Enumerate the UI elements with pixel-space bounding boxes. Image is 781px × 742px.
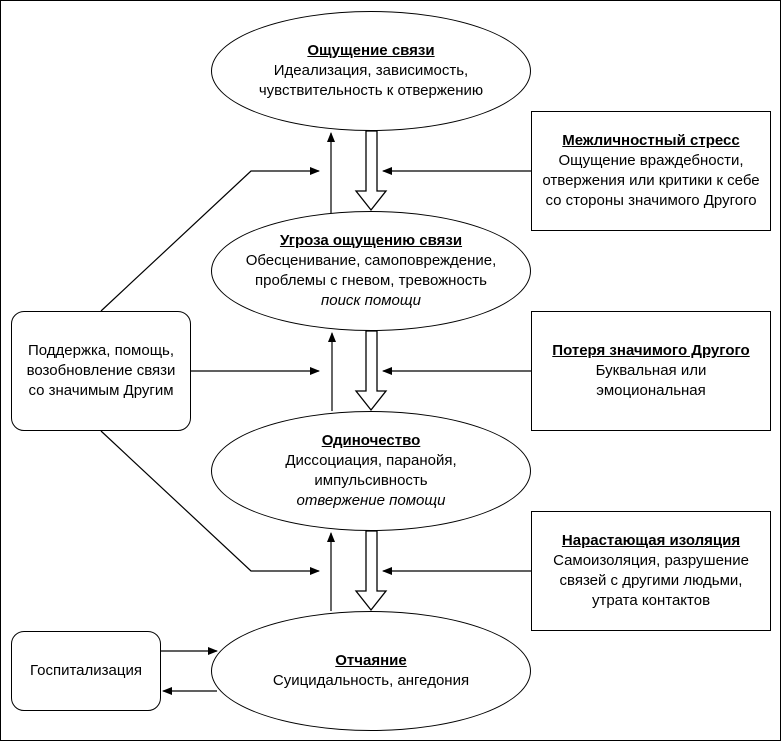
node-stress-line-2: отвержения или критики к себе (542, 172, 760, 189)
node-loneliness-line-2: импульсивность (314, 472, 428, 489)
arrow-support-upper (100, 167, 320, 312)
node-stress-line-1: Ощущение враждебности, (558, 152, 744, 169)
node-threat: Угроза ощущению связи Обесценивание, сам… (211, 211, 531, 331)
node-threat-italic: поиск помощи (320, 292, 422, 309)
node-isolation-line-3: утрата контактов (591, 592, 711, 609)
node-loneliness-italic: отвержение помощи (296, 492, 446, 509)
node-hospital: Госпитализация (11, 631, 161, 711)
node-stress-title: Межличностный стресс (562, 132, 740, 149)
node-isolation-line-2: связей с другими людьми, (559, 572, 743, 589)
node-hospital-line-1: Госпитализация (30, 662, 142, 679)
node-support-line-2: возобновление связи (26, 362, 176, 379)
node-despair: Отчаяние Суицидальность, ангедония (211, 611, 531, 731)
node-stress: Межличностный стресс Ощущение враждебнос… (531, 111, 771, 231)
node-threat-title: Угроза ощущению связи (279, 232, 463, 249)
arrow-support-lower (100, 430, 320, 575)
node-support: Поддержка, помощь, возобновление связи с… (11, 311, 191, 431)
node-connection: Ощущение связи Идеализация, зависимость,… (211, 11, 531, 131)
node-loneliness: Одиночество Диссоциация, паранойя, импул… (211, 411, 531, 531)
node-loss-line-1: Буквальная или (595, 362, 707, 379)
node-threat-line-1: Обесценивание, самоповреждение, (245, 252, 497, 269)
down-arrow-loneliness-despair (354, 530, 388, 612)
node-connection-title: Ощущение связи (307, 42, 435, 59)
node-isolation-line-1: Самоизоляция, разрушение (553, 552, 749, 569)
node-support-line-3: со значимым Другим (28, 382, 174, 399)
node-support-line-1: Поддержка, помощь, (27, 342, 175, 359)
node-isolation: Нарастающая изоляция Самоизоляция, разру… (531, 511, 771, 631)
node-despair-title: Отчаяние (335, 652, 407, 669)
down-arrow-threat-loneliness (354, 330, 388, 412)
node-loss: Потеря значимого Другого Буквальная или … (531, 311, 771, 431)
node-connection-line-2: чувствительность к отвержению (258, 82, 484, 99)
node-connection-line-1: Идеализация, зависимость, (273, 62, 469, 79)
node-loneliness-title: Одиночество (321, 432, 421, 449)
node-despair-line-1: Суицидальность, ангедония (272, 672, 470, 689)
node-loss-title: Потеря значимого Другого (552, 342, 750, 359)
node-stress-line-3: со стороны значимого Другого (545, 192, 757, 209)
node-threat-line-2: проблемы с гневом, тревожность (254, 272, 487, 289)
node-loneliness-line-1: Диссоциация, паранойя, (285, 452, 457, 469)
node-isolation-title: Нарастающая изоляция (561, 532, 741, 549)
down-arrow-connection-threat (354, 130, 388, 212)
node-loss-line-2: эмоциональная (596, 382, 706, 399)
